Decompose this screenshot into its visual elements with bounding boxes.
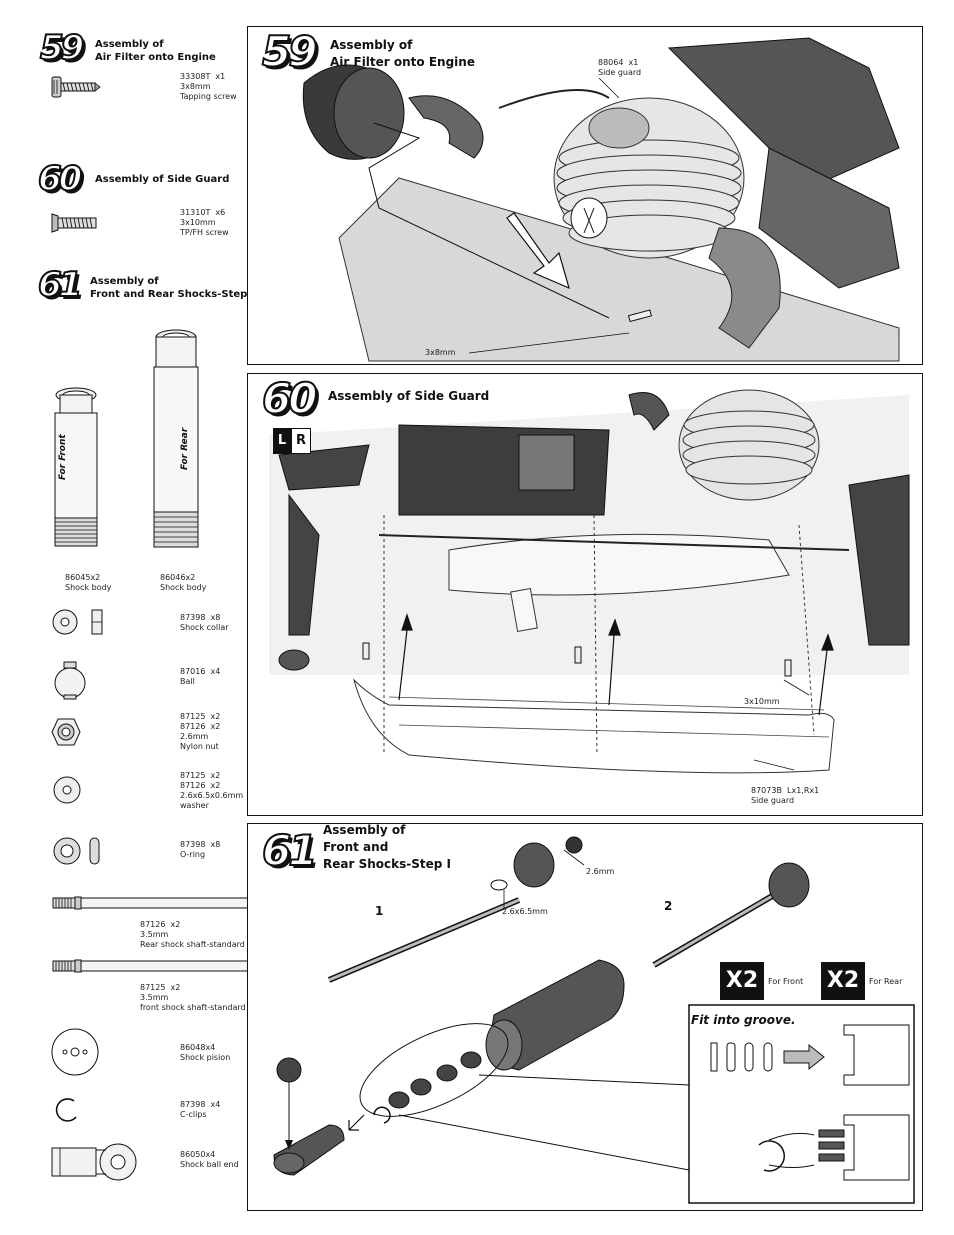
part-label: 87125 x2 3.5mm front shock shaft-standar… (140, 983, 246, 1012)
side-guard-illustration (269, 389, 910, 774)
panel-60-number: 60 (261, 373, 318, 424)
shock-ball-end-icon (51, 1143, 137, 1181)
front-shock-body-marking: For Front (58, 434, 68, 480)
shock-assembly-illustration (273, 836, 915, 1204)
step-60-title: Assembly of Side Guard (95, 174, 230, 185)
part-label: 87125 x2 87126 x2 2.6x6.5x0.6mm washer (180, 771, 244, 810)
washer-icon (53, 776, 81, 804)
step-59-title: Assembly of Air Filter onto Engine (95, 39, 216, 63)
rear-shock-body-marking: For Rear (180, 427, 190, 470)
side-guard-callout: 88064 x1 Side guard (598, 58, 642, 77)
o-ring-icon (53, 837, 100, 865)
tapping-screw-icon (51, 76, 101, 98)
front-quantity-badge: X2 (720, 962, 764, 1000)
nylon-nut-icon (51, 718, 81, 746)
screw-size-callout: 3x10mm (744, 697, 780, 706)
sub-step-2: 2 (664, 899, 673, 913)
panel-61-number: 61 (261, 825, 318, 876)
rear-quantity-label: For Rear (869, 977, 903, 986)
right-indicator: R (291, 428, 311, 454)
panel-60-title: Assembly of Side Guard (328, 389, 490, 403)
sub-step-1: 1 (375, 904, 384, 918)
part-label: 87016 x4 Ball (180, 667, 221, 686)
part-label: 87125 x2 87126 x2 2.6mm Nylon nut (180, 712, 221, 751)
part-label: 87398 x8 O-ring (180, 840, 221, 859)
side-guard-callout: 87073B Lx1,Rx1 Side guard (751, 786, 820, 805)
washer-size-callout: 2.6x6.5mm (502, 907, 548, 916)
part-label: 33308T x1 3x8mm Tapping screw (180, 72, 237, 101)
part-label: 86045x2 Shock body (65, 573, 112, 592)
left-indicator: L (273, 428, 291, 454)
inset-title: Fit into groove. (691, 1013, 796, 1027)
part-label: 87398 x8 Shock collar (180, 613, 229, 632)
part-label: 31310T x6 3x10mm TP/FH screw (180, 208, 229, 237)
shock-piston-icon (51, 1028, 99, 1076)
panel-59-number: 59 (261, 26, 318, 77)
screw-size-callout: 3x8mm (425, 348, 456, 357)
front-quantity-label: For Front (768, 977, 804, 986)
panel-61-title: Assembly of Front and Rear Shocks-Step I (323, 823, 451, 871)
part-label: 86046x2 Shock body (160, 573, 207, 592)
rear-quantity-badge: X2 (821, 962, 865, 1000)
c-clip-icon (55, 1098, 77, 1122)
step-61-number: 61 (37, 264, 83, 306)
part-label: 86050x4 Shock ball end (180, 1150, 239, 1169)
part-label: 87398 x4 C-clips (180, 1100, 221, 1119)
flat-head-screw-icon (51, 213, 97, 233)
shock-collar-icon (52, 609, 103, 635)
front-shock-body-icon (54, 387, 98, 547)
step-59-number: 59 (39, 27, 85, 69)
part-label: 87126 x2 3.5mm Rear shock shaft-standard (140, 920, 245, 949)
engine-air-filter-illustration (302, 37, 900, 362)
part-label: 86048x4 Shock pision (180, 1043, 231, 1062)
step-61-title: Assembly of Front and Rear Shocks-Step I (90, 276, 255, 300)
panel-59-title: Assembly of Air Filter onto Engine (330, 38, 475, 69)
nut-size-callout: 2.6mm (586, 867, 615, 876)
ball-icon (54, 661, 86, 700)
rear-shock-body-icon (153, 329, 199, 548)
step-60-number: 60 (37, 158, 83, 200)
